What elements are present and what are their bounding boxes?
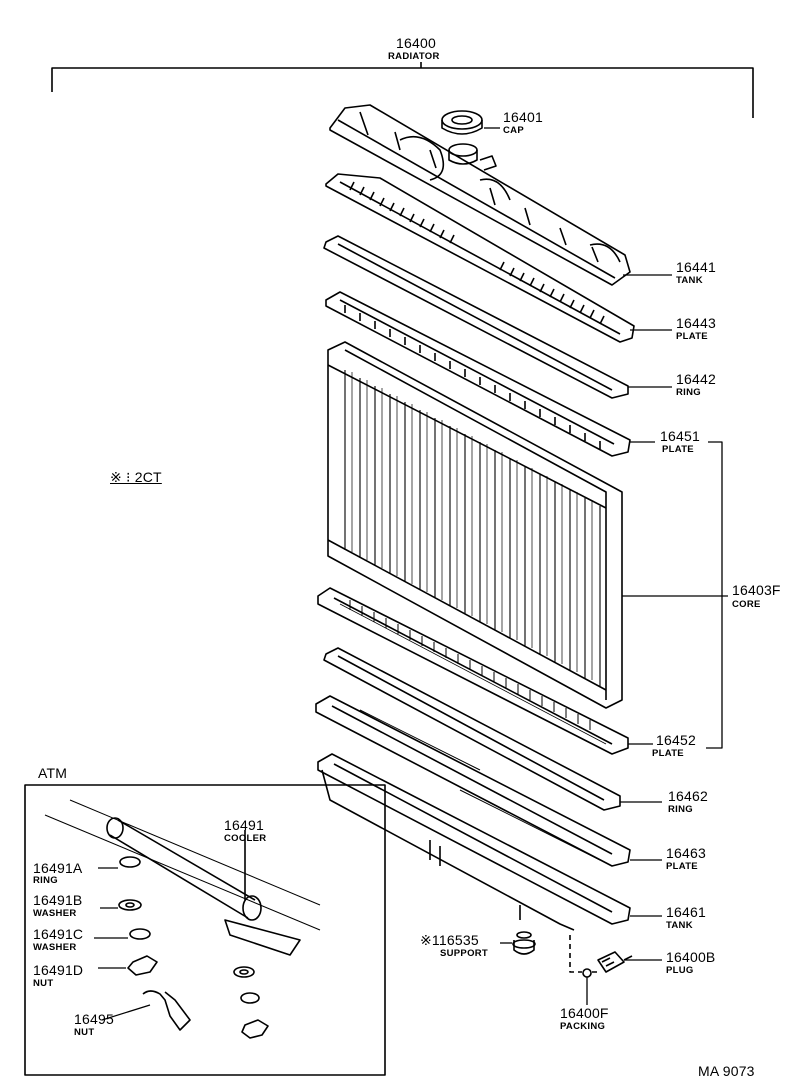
cap-number: 16401 xyxy=(503,109,543,125)
core-drawing xyxy=(327,341,623,709)
core-number: 16403F xyxy=(732,582,781,598)
nut2-number: 16495 xyxy=(74,1011,114,1027)
applicability-note: ※ ⁝ 2CT xyxy=(110,469,162,485)
plate-1-name: PLATE xyxy=(676,331,708,342)
lower-tank-plate-drawing xyxy=(315,695,631,867)
core-name: CORE xyxy=(732,599,761,610)
plate-1-number: 16443 xyxy=(676,315,716,331)
plug-drawing xyxy=(597,951,633,973)
support-name: SUPPORT xyxy=(440,948,489,959)
packing-name: PACKING xyxy=(560,1021,606,1032)
plate-2-number: 16451 xyxy=(660,428,700,444)
radiator-bracket xyxy=(51,62,754,118)
ring-1-number: 16442 xyxy=(676,371,716,387)
upper-tank-drawing xyxy=(329,104,631,286)
washer1-number: 16491B xyxy=(33,892,83,908)
core-plate-drawing xyxy=(325,291,631,457)
atm-title: ATM xyxy=(38,765,68,781)
washer1-name: WASHER xyxy=(33,908,77,919)
lower-plate-drawing xyxy=(317,587,629,755)
tank-lower-name: TANK xyxy=(666,920,693,931)
cap-name: CAP xyxy=(503,125,524,136)
washer2-name: WASHER xyxy=(33,942,77,953)
plate-4-name: PLATE xyxy=(666,861,698,872)
nut1-number: 16491D xyxy=(33,962,84,978)
figure-code: MA 9073 xyxy=(698,1063,755,1079)
cooler-name: COOLER xyxy=(224,833,267,844)
tank-upper-number: 16441 xyxy=(676,259,716,275)
leader-lines xyxy=(484,127,728,1005)
packing-drawing xyxy=(569,935,600,978)
lower-ring-drawing xyxy=(323,647,621,811)
support-drawing xyxy=(512,931,536,955)
nut1-name: NUT xyxy=(33,978,54,989)
ring-2-name: RING xyxy=(668,804,693,815)
plate-4-number: 16463 xyxy=(666,845,706,861)
radiator-number: 16400 xyxy=(396,35,436,51)
radiator-name: RADIATOR xyxy=(388,51,440,62)
plate-3-number: 16452 xyxy=(656,732,696,748)
ring-1-name: RING xyxy=(676,387,701,398)
cooler-drawing xyxy=(44,799,321,1039)
washer2-number: 16491C xyxy=(33,926,84,942)
packing-number: 16400F xyxy=(560,1005,609,1021)
cooler-number: 16491 xyxy=(224,817,264,833)
plug-name: PLUG xyxy=(666,965,694,976)
ring-2-number: 16462 xyxy=(668,788,708,804)
nut2-name: NUT xyxy=(74,1027,95,1038)
tank-upper-name: TANK xyxy=(676,275,703,286)
plate-3-name: PLATE xyxy=(652,748,684,759)
upper-plate-drawing xyxy=(325,173,635,343)
atm-box xyxy=(24,784,386,1076)
cap-drawing xyxy=(441,110,483,135)
tank-lower-number: 16461 xyxy=(666,904,706,920)
atm-ring-name: RING xyxy=(33,875,58,886)
plug-number: 16400B xyxy=(666,949,716,965)
upper-ring-drawing xyxy=(323,235,629,399)
support-number: ※116535 xyxy=(420,932,479,948)
atm-ring-number: 16491A xyxy=(33,860,83,876)
plate-2-name: PLATE xyxy=(662,444,694,455)
